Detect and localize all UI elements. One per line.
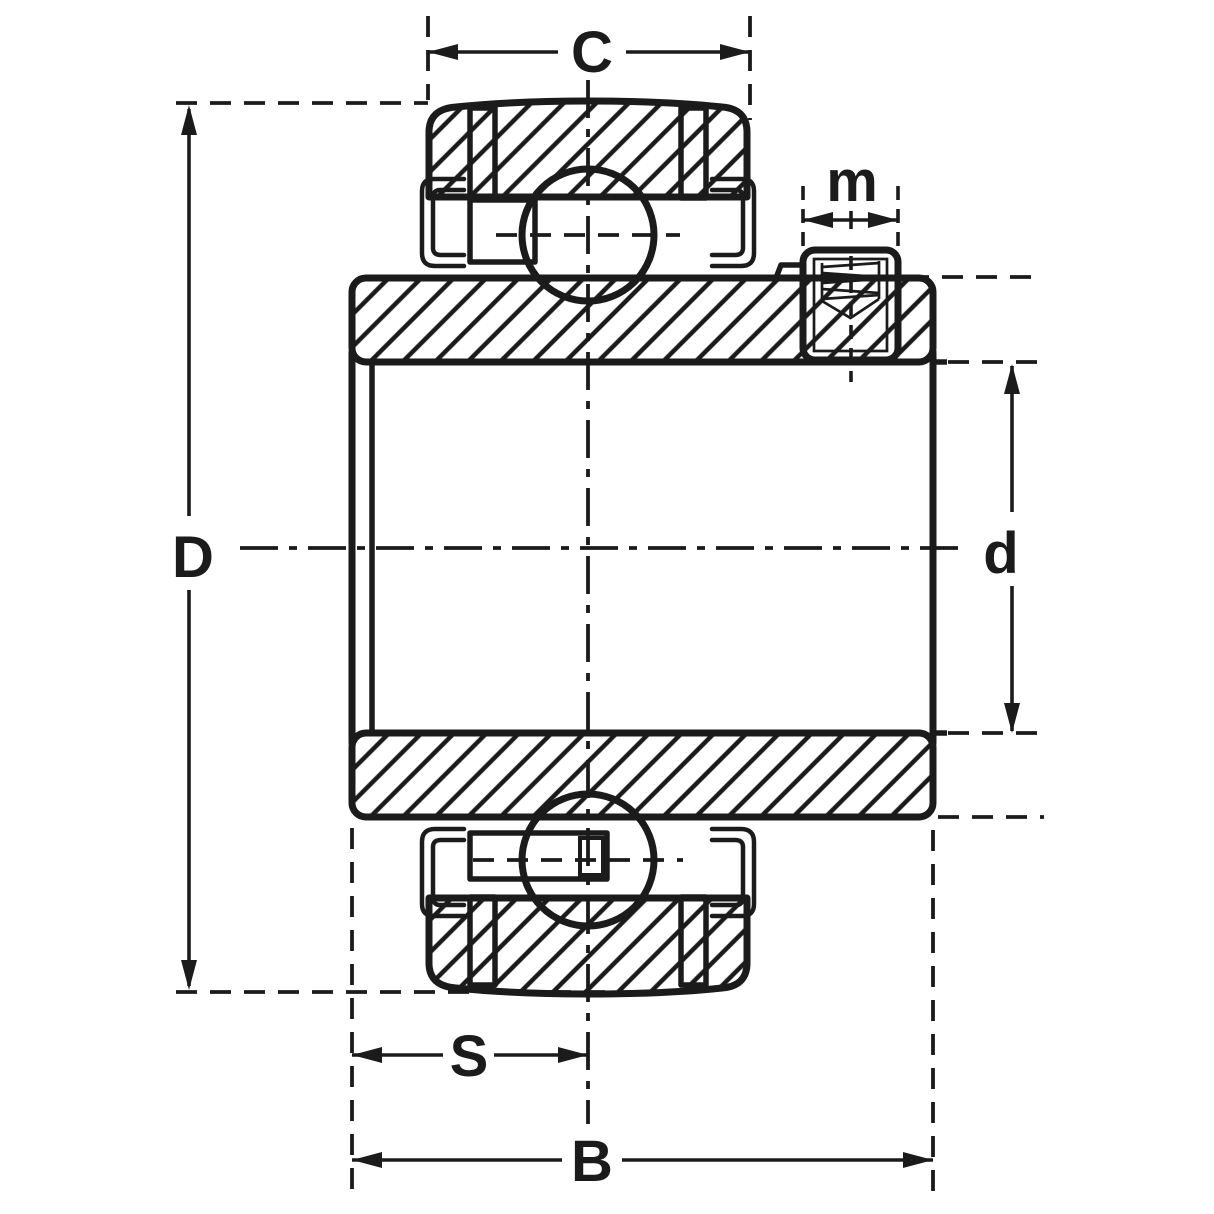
arrowhead-d-up xyxy=(1004,364,1020,394)
label-m: m xyxy=(826,149,878,214)
flinger-bottom-right-inner xyxy=(709,837,746,908)
arrowhead-B-left xyxy=(352,1152,382,1168)
flinger-top-right xyxy=(709,176,757,269)
label-B: B xyxy=(571,1129,613,1194)
centerlines xyxy=(240,80,968,1124)
dimension-C: C xyxy=(426,16,752,120)
arrowhead-m-right xyxy=(868,212,898,228)
flinger-bottom-left xyxy=(419,826,467,919)
dimension-d: d xyxy=(908,275,1044,819)
dimension-S: S xyxy=(350,828,588,1192)
seal-slot-bottom-left xyxy=(467,894,498,988)
screw-boss-step xyxy=(773,262,806,281)
flinger-top-right-inner xyxy=(709,187,746,258)
flinger-top-left-inner xyxy=(430,187,467,258)
dimension-D: D xyxy=(172,101,622,994)
inner-ring-sleeve xyxy=(348,274,947,821)
raceway-bar-notch xyxy=(578,836,605,877)
raceway-bar-bottom xyxy=(467,830,610,882)
screw-drill-point xyxy=(821,297,880,320)
arrowhead-d-down xyxy=(1004,703,1020,733)
arrowhead-m-left xyxy=(803,212,833,228)
set-screw-assembly xyxy=(773,246,902,382)
label-D: D xyxy=(172,525,214,590)
dimension-m: m xyxy=(801,149,900,246)
arrowhead-D-up xyxy=(181,105,197,135)
seal-slot-bottom-right xyxy=(678,894,709,988)
label-C: C xyxy=(571,20,613,85)
flinger-bottom-right xyxy=(709,826,757,919)
arrowhead-C-left xyxy=(428,44,458,60)
flinger-top-left xyxy=(419,176,467,269)
bore-line-ticks xyxy=(933,359,947,736)
arrowhead-S-left xyxy=(352,1047,382,1063)
arrowhead-S-right xyxy=(558,1047,588,1063)
label-d: d xyxy=(983,521,1018,586)
arrowhead-C-right xyxy=(720,44,750,60)
raceway-shoulder-block-top xyxy=(467,197,538,265)
inner-ring-bottom-band xyxy=(348,729,937,821)
dimension-B: B xyxy=(352,830,935,1194)
seal-slot-top-right xyxy=(678,105,709,201)
arrowhead-D-down xyxy=(181,960,197,990)
arrowhead-B-right xyxy=(903,1152,933,1168)
label-S: S xyxy=(450,1024,489,1089)
flinger-bottom-left-inner xyxy=(430,837,467,908)
